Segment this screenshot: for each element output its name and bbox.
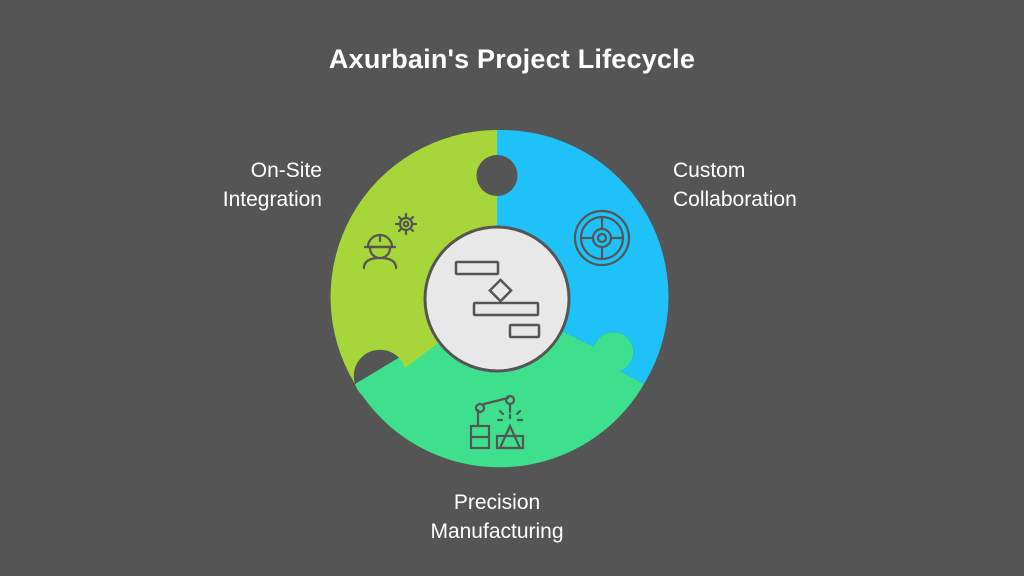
robot-arm-icon (469, 394, 525, 450)
label-precision-manufacturing: Precision Manufacturing (430, 491, 564, 543)
gantt-chart-icon (454, 260, 541, 339)
label-custom-collaboration: Custom Collaboration (673, 159, 797, 211)
steering-wheel-icon (573, 209, 631, 267)
diagram-title: Axurbain's Project Lifecycle (328, 44, 696, 74)
label-on-site-integration: On-Site Integration (222, 159, 322, 211)
worker-gear-icon (362, 212, 418, 270)
